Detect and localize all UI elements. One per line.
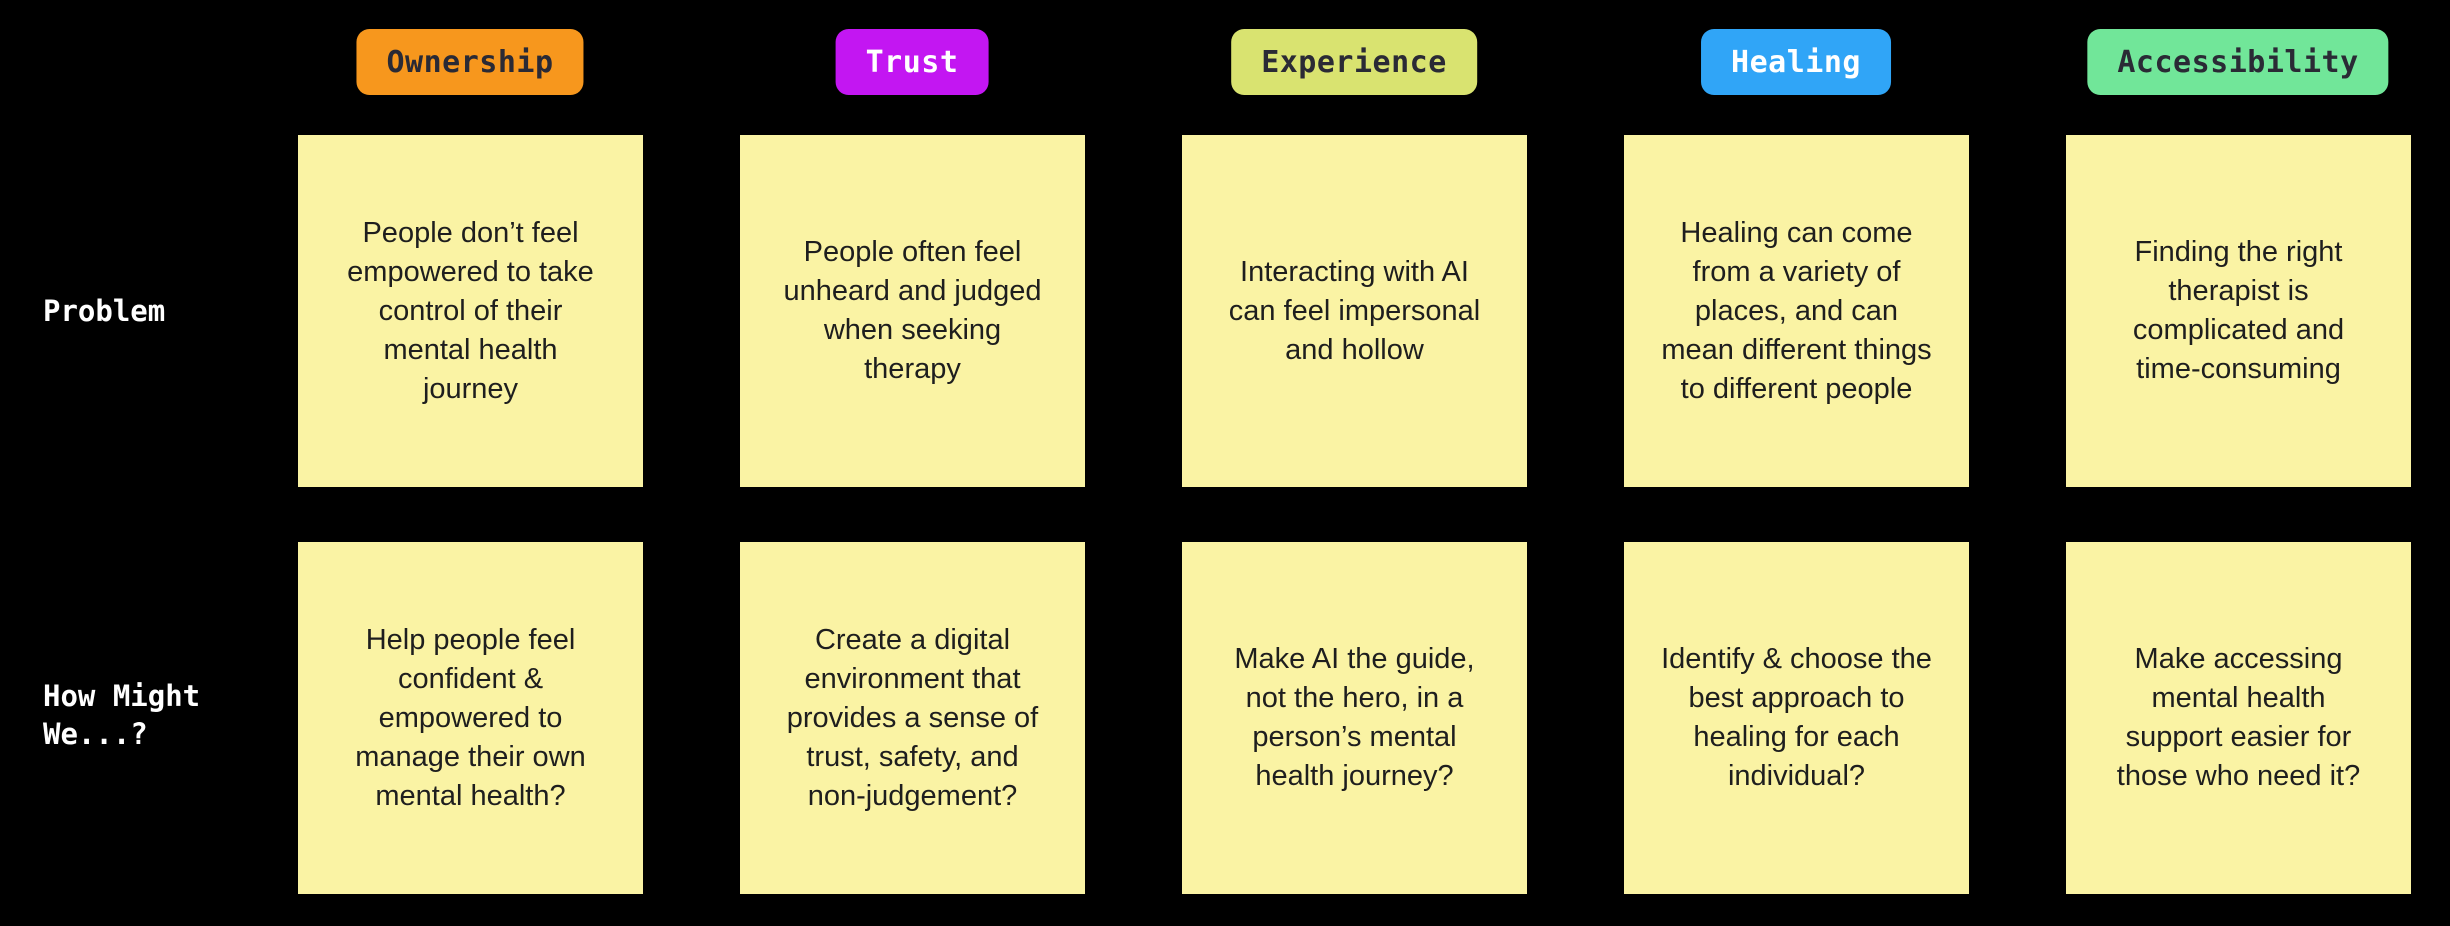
column-header-trust[interactable]: Trust xyxy=(835,29,989,95)
sticky-note-problem-trust[interactable]: People often feel unheard and judged whe… xyxy=(740,135,1085,487)
column-header-experience[interactable]: Experience xyxy=(1231,29,1477,95)
sticky-note-hmw-accessibility[interactable]: Make accessing mental health support eas… xyxy=(2066,542,2411,894)
sticky-note-problem-experience[interactable]: Interacting with AI can feel impersonal … xyxy=(1182,135,1527,487)
column-header-ownership[interactable]: Ownership xyxy=(356,29,584,95)
row-label-how-might-we[interactable]: How Might We...? xyxy=(43,679,201,751)
sticky-note-hmw-experience[interactable]: Make AI the guide, not the hero, in a pe… xyxy=(1182,542,1527,894)
sticky-note-hmw-healing[interactable]: Identify & choose the best approach to h… xyxy=(1624,542,1969,894)
sticky-note-problem-healing[interactable]: Healing can come from a variety of place… xyxy=(1624,135,1969,487)
sticky-note-hmw-trust[interactable]: Create a digital environment that provid… xyxy=(740,542,1085,894)
sticky-note-problem-ownership[interactable]: People don’t feel empowered to take cont… xyxy=(298,135,643,487)
row-label-problem[interactable]: Problem xyxy=(43,294,166,328)
sticky-note-hmw-ownership[interactable]: Help people feel confident & empowered t… xyxy=(298,542,643,894)
column-header-accessibility[interactable]: Accessibility xyxy=(2087,29,2389,95)
sticky-note-problem-accessibility[interactable]: Finding the right therapist is complicat… xyxy=(2066,135,2411,487)
column-header-healing[interactable]: Healing xyxy=(1701,29,1891,95)
